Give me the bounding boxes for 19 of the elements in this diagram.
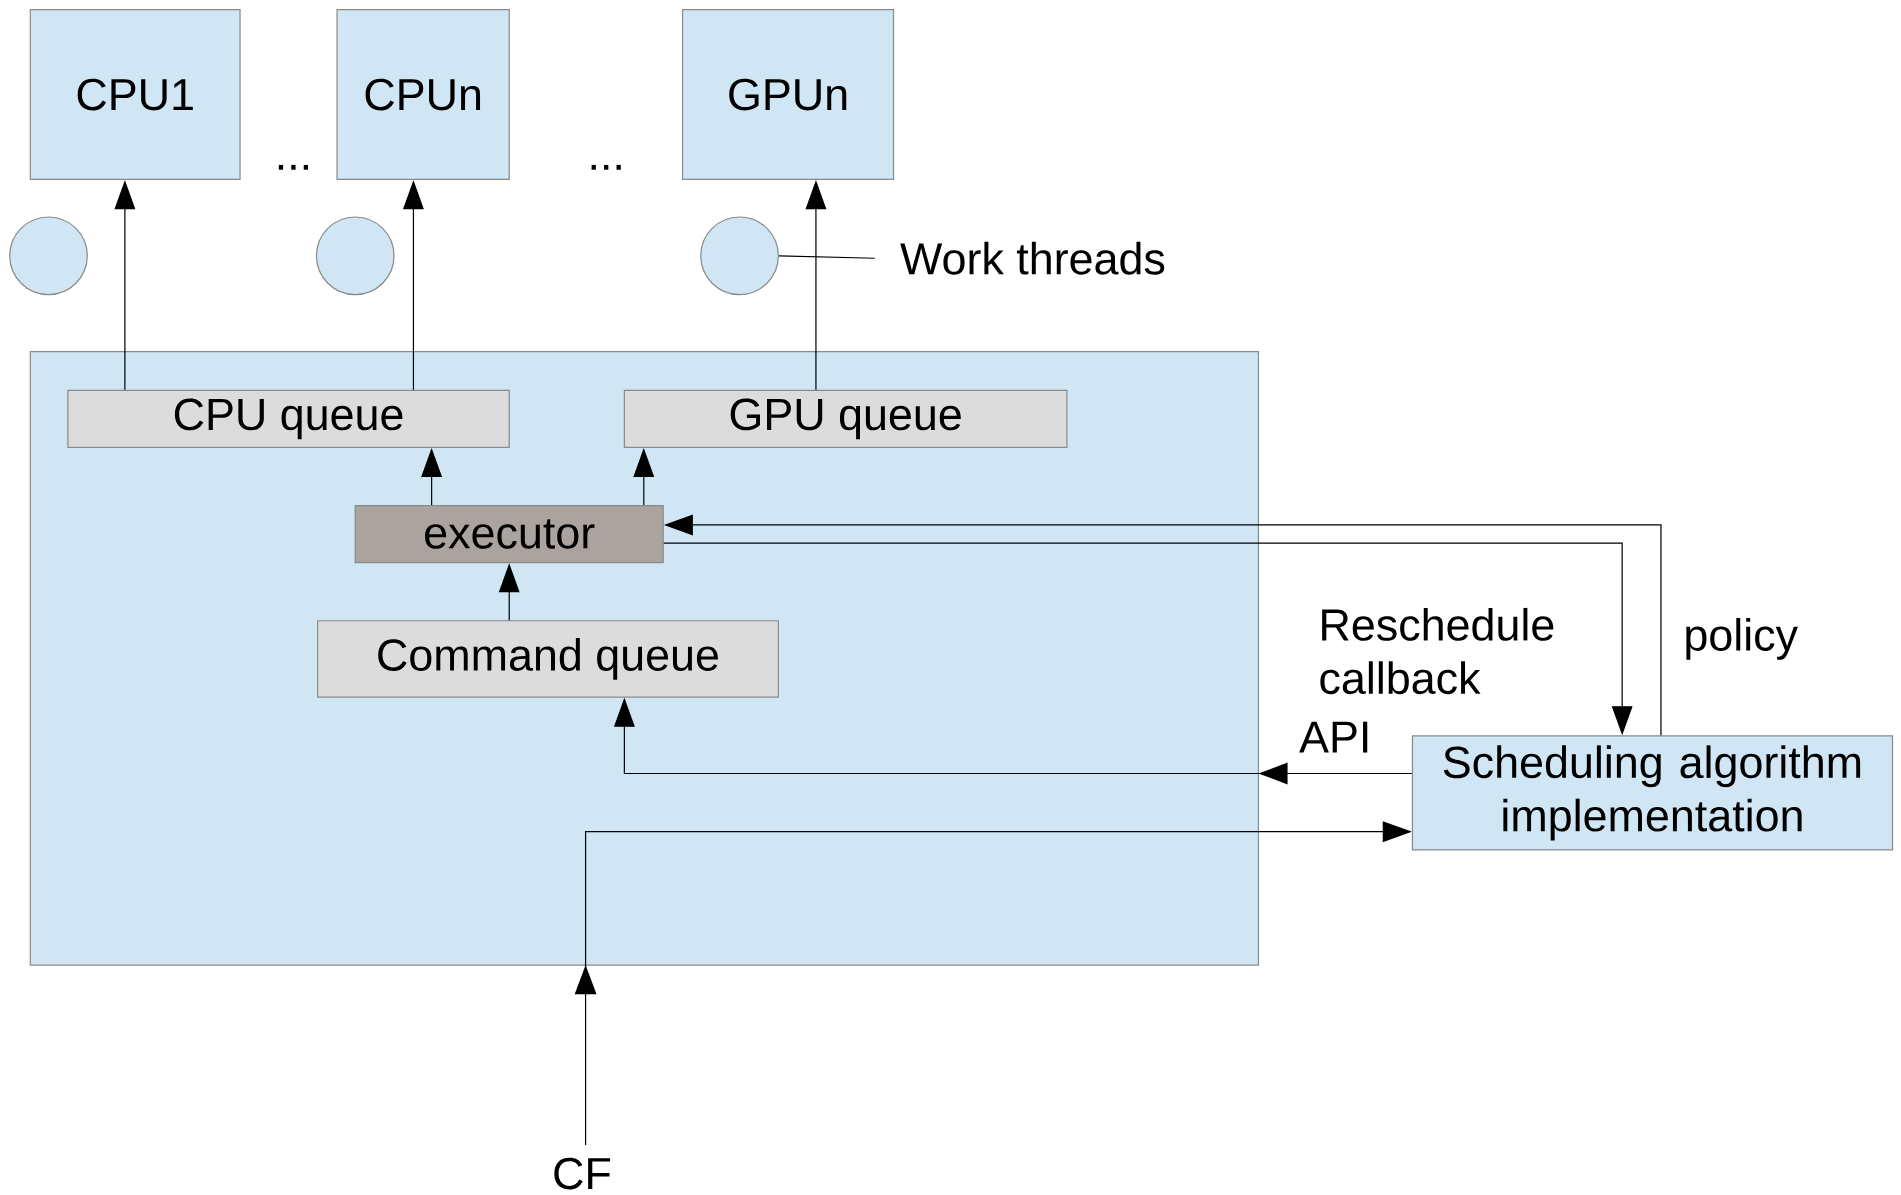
queue-box: GPU queue <box>623 389 1068 448</box>
thread-circle <box>9 216 88 296</box>
processor-box: GPUn <box>681 8 895 180</box>
text-label: Work threads <box>900 241 1165 275</box>
ellipsis: ... <box>591 164 621 170</box>
edge-label: Reschedule callback <box>1320 607 1554 694</box>
processor-box: CPUn <box>336 8 510 180</box>
ellipsis: ... <box>278 164 308 170</box>
edge-label: policy <box>1686 617 1798 660</box>
processor-box: CPU1 <box>29 8 241 180</box>
text-label: CF <box>554 1157 611 1190</box>
queue-box: CPU queue <box>67 389 510 448</box>
thread-circle <box>315 216 395 296</box>
executor-box: executor <box>354 504 664 563</box>
process-box: Scheduling algorithm implementation <box>1411 735 1894 851</box>
leader-line <box>778 255 876 259</box>
thread-circle <box>700 216 779 296</box>
queue-box: Command queue <box>317 619 779 698</box>
edge-label: API <box>1299 721 1368 753</box>
